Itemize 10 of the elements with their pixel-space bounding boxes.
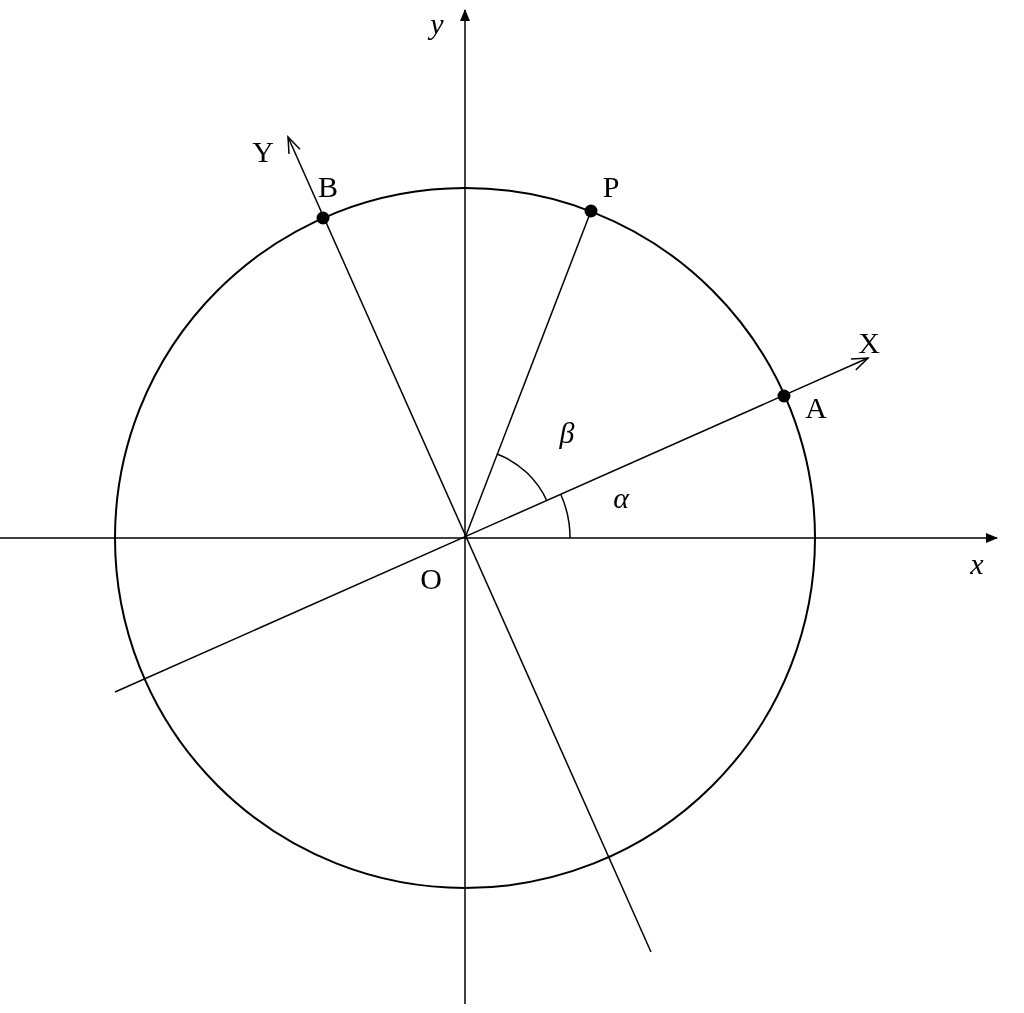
point-label: P — [602, 172, 620, 202]
angle-label: α — [613, 483, 629, 513]
angle-label: β — [559, 418, 575, 448]
origin-label: O — [420, 564, 442, 594]
axis-label: X — [858, 328, 880, 358]
point-label: A — [805, 393, 827, 423]
axis-label: Y — [252, 137, 274, 167]
axis-label: y — [430, 9, 444, 39]
axis-label: x — [970, 549, 984, 579]
point-label: B — [318, 172, 338, 202]
